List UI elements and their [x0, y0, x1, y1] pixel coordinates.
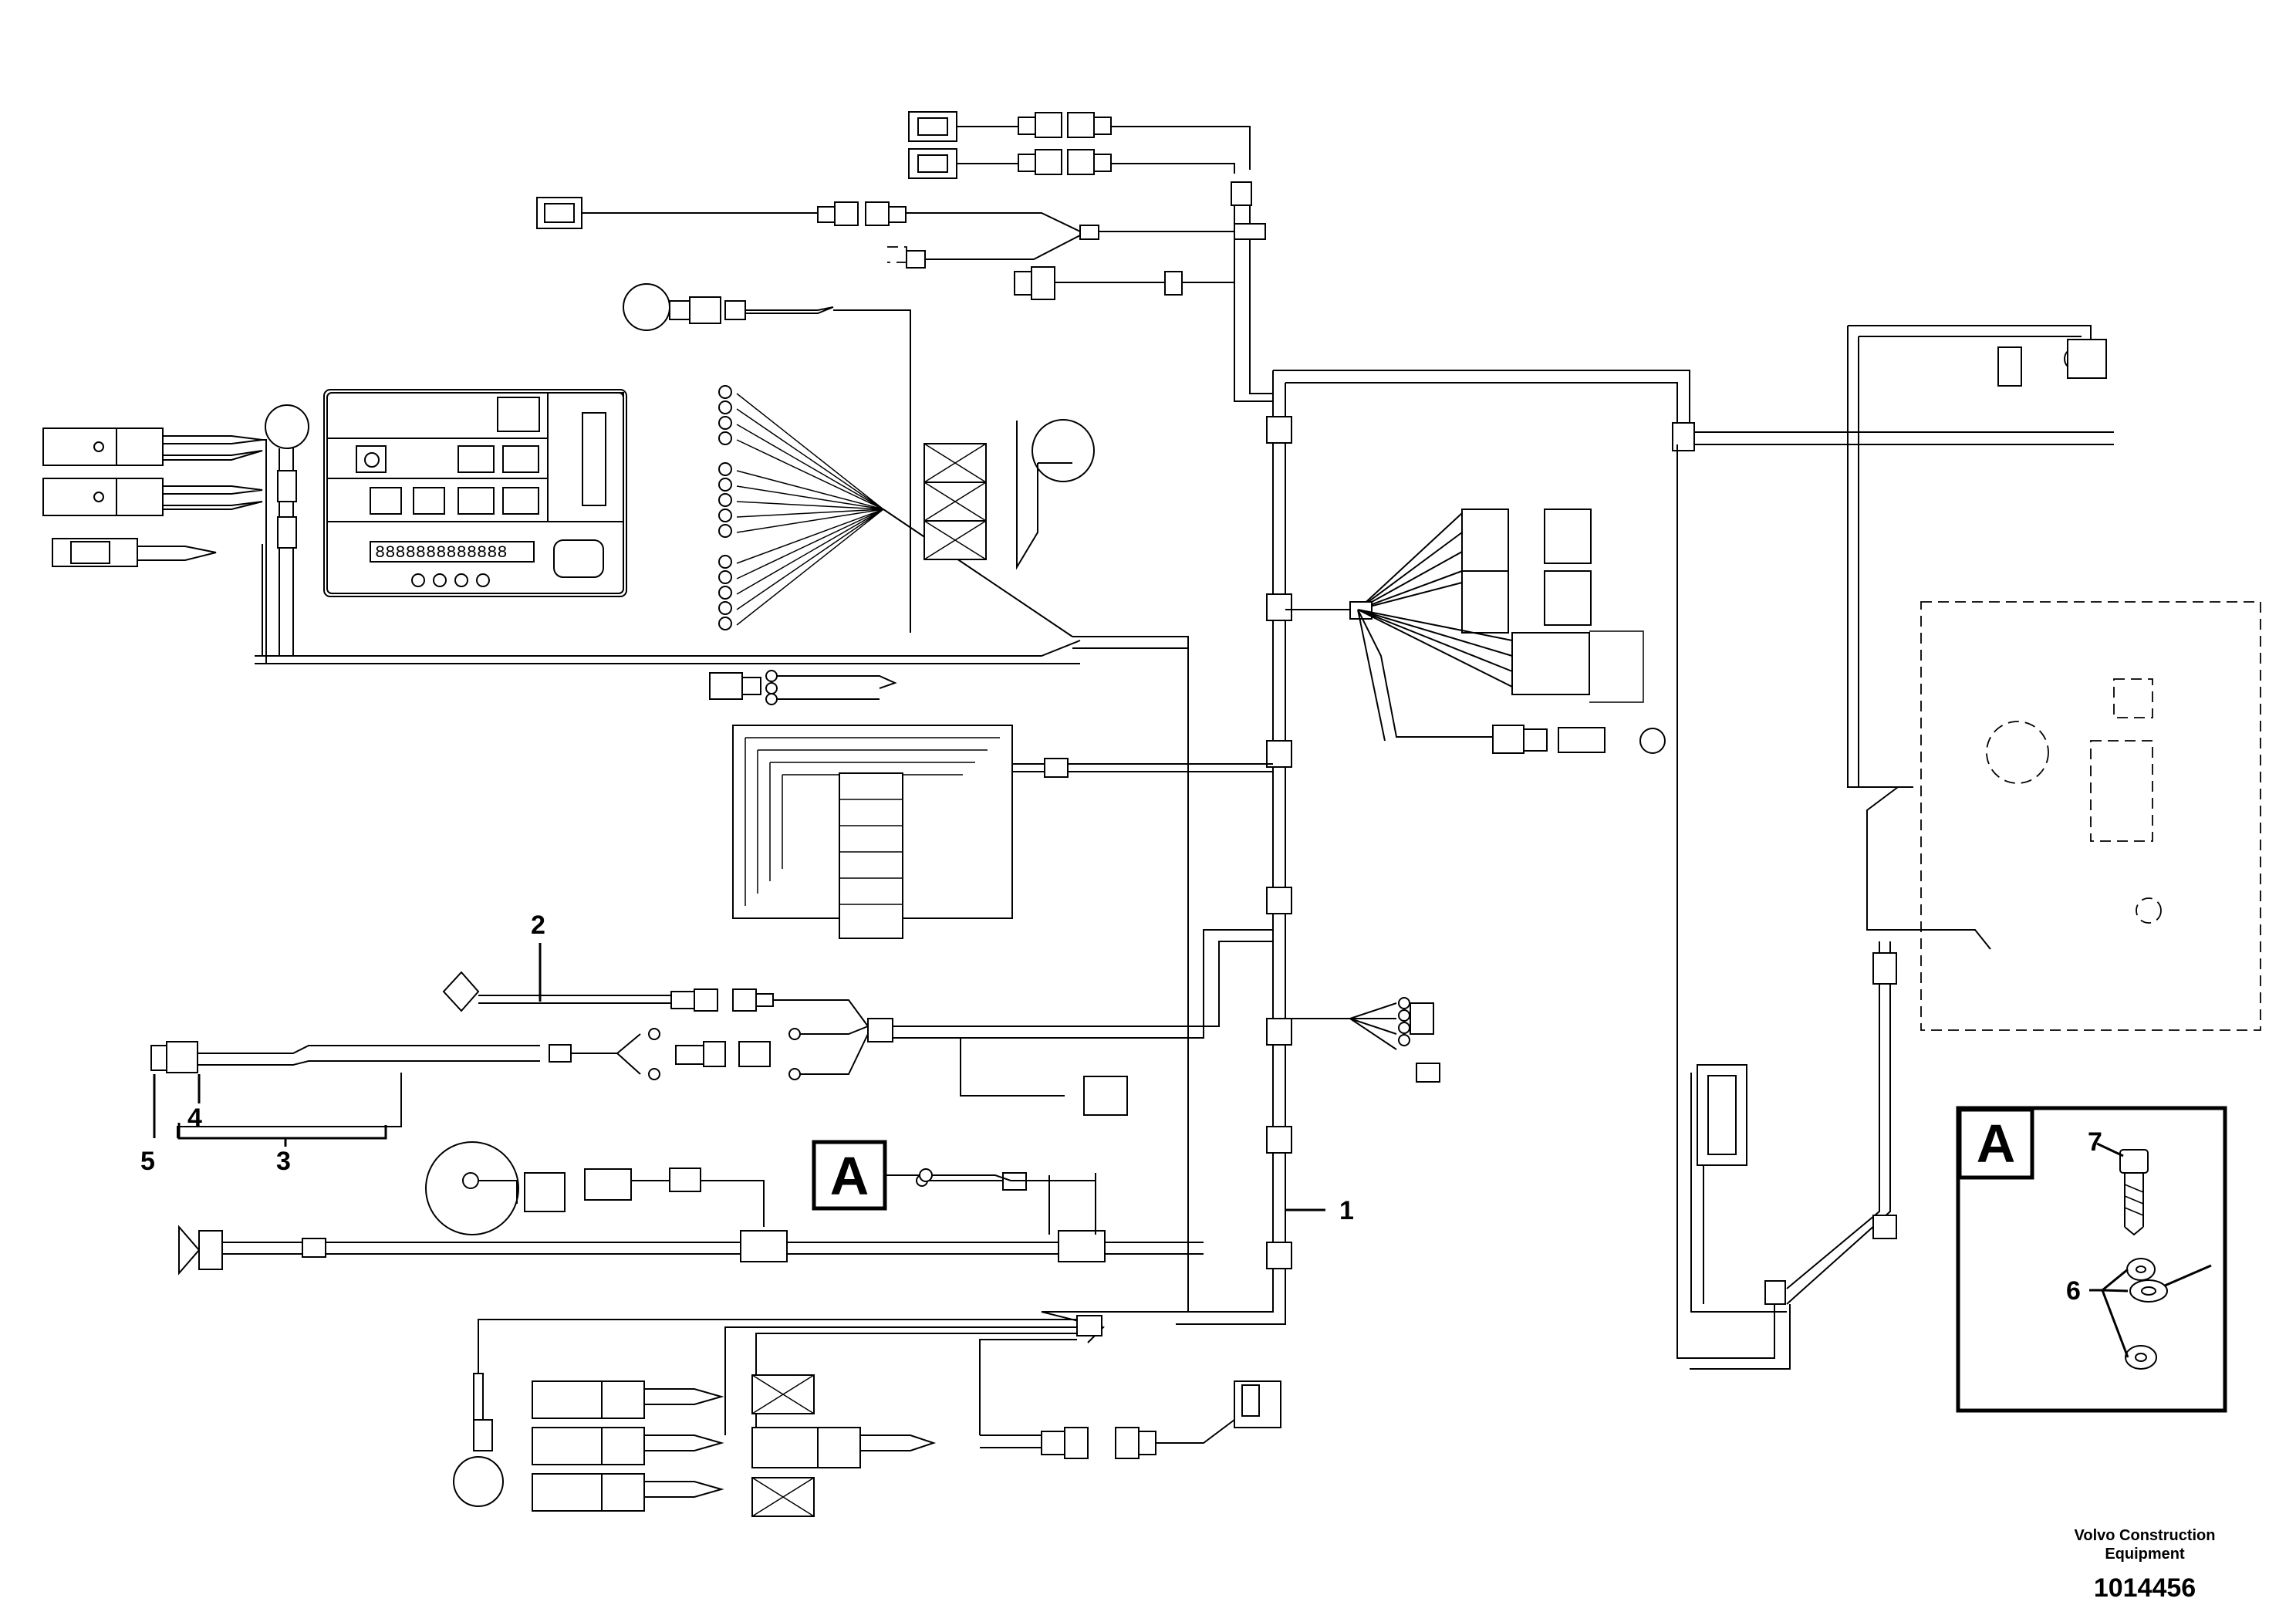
callout-1: 1 — [1339, 1196, 1354, 1225]
callout-labels: 1 2 3 4 5 — [140, 911, 1354, 1225]
callout-7: 7 — [2088, 1127, 2102, 1157]
bottom-connectors — [453, 1285, 1281, 1517]
callout-5: 5 — [140, 1147, 155, 1176]
callout-leaders — [153, 943, 1325, 1211]
switch-bank — [732, 725, 1273, 939]
leader-3 — [177, 1123, 387, 1147]
callout-4: 4 — [187, 1103, 202, 1133]
left-connector-group — [42, 283, 1081, 705]
callout-2: 2 — [531, 911, 545, 940]
cab-module — [1676, 325, 2261, 1370]
sensor-harness — [150, 929, 1273, 1138]
callout-6: 6 — [2066, 1276, 2081, 1306]
display-readout: 8888888888888 — [375, 543, 508, 563]
detail-marker-a: A — [812, 1140, 1096, 1235]
right-branch-connectors — [1285, 509, 1666, 1083]
callout-3: 3 — [276, 1147, 291, 1176]
detail-view-a: A 7 6 — [1956, 1106, 2227, 1413]
bolt-part — [2119, 1149, 2149, 1236]
led-bundle — [718, 385, 1095, 637]
washer-part — [2125, 1258, 2212, 1370]
credit-brand: Volvo Construction Equipment — [2074, 1527, 2216, 1563]
detail-marker-letter: A — [830, 1146, 869, 1206]
top-sensor-group — [536, 111, 1273, 402]
document-number: 1014456 — [2093, 1573, 2196, 1603]
detail-view-letter: A — [1977, 1113, 2016, 1174]
instrument-panel: 8888888888888 — [323, 389, 627, 597]
